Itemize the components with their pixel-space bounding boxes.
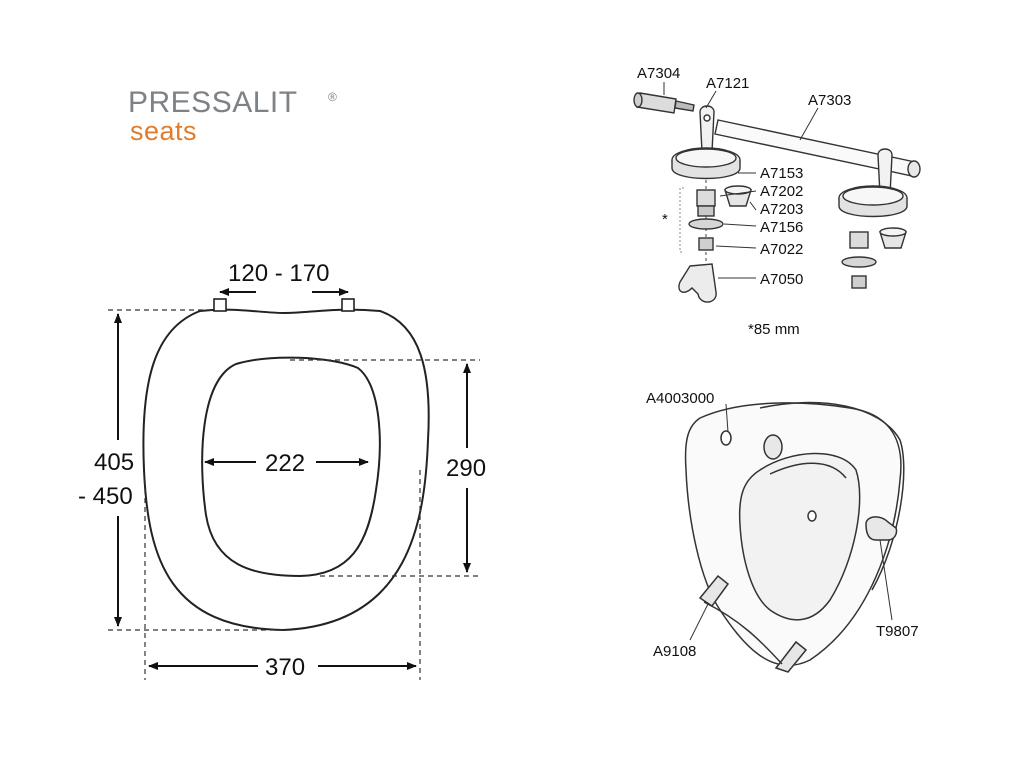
underside-buffer-t9807 xyxy=(865,516,898,541)
part-label-a7202: A7202 xyxy=(760,183,803,200)
anchor-plug xyxy=(678,263,717,303)
logo-brand-text: PRESSALIT xyxy=(128,86,298,119)
asterisk-marker: * xyxy=(662,211,668,228)
length-label-top: 405 xyxy=(94,449,134,476)
seat-outer-outline xyxy=(142,308,430,632)
hinge-spacing-label: 120 - 170 xyxy=(228,260,329,287)
part-label-a7153: A7153 xyxy=(760,165,803,182)
underside-hole xyxy=(720,430,732,446)
part-label-a7022: A7022 xyxy=(760,241,803,258)
part-label-a9108: A9108 xyxy=(653,643,696,660)
hinge-right-block xyxy=(341,298,355,312)
part-label-t9807: T9807 xyxy=(876,623,919,640)
pressalit-logo: PRESSALIT ® seats xyxy=(128,86,358,156)
length-label-bottom: - 450 xyxy=(78,483,133,510)
seat-top-view xyxy=(142,298,430,632)
underside-inner-opening xyxy=(738,452,861,621)
dimension-arrows xyxy=(114,288,471,670)
part-label-a7050: A7050 xyxy=(760,271,803,288)
outer-width-label: 370 xyxy=(265,654,305,681)
part-label-a7121: A7121 xyxy=(706,75,749,92)
hinge-pin xyxy=(636,92,677,114)
seat-underside-view xyxy=(684,401,905,673)
underside-bumper-top xyxy=(763,434,783,460)
underside-lid-edge xyxy=(759,401,905,591)
hinge-bracket-left xyxy=(699,105,715,153)
logo-registered-mark: ® xyxy=(328,90,337,104)
part-label-a7203: A7203 xyxy=(760,201,803,218)
seat-inner-outline xyxy=(201,356,381,578)
underside-bracket-right xyxy=(774,640,808,673)
extension-lines xyxy=(108,309,480,680)
part-label-a7156: A7156 xyxy=(760,219,803,236)
part-label-a7304: A7304 xyxy=(637,65,680,82)
leader-lines xyxy=(663,82,819,279)
hinge-left-block xyxy=(213,298,227,312)
bolt-length-note: *85 mm xyxy=(748,321,800,338)
hinge-assembly xyxy=(633,92,921,303)
underside-leader-lines xyxy=(689,403,893,641)
logo-sub-text: seats xyxy=(130,116,198,146)
inner-length-label: 290 xyxy=(446,455,486,482)
part-label-a7303: A7303 xyxy=(808,92,851,109)
underside-center-hole xyxy=(807,510,817,522)
part-label-a4003000: A4003000 xyxy=(646,390,714,407)
inner-width-label: 222 xyxy=(265,450,305,477)
